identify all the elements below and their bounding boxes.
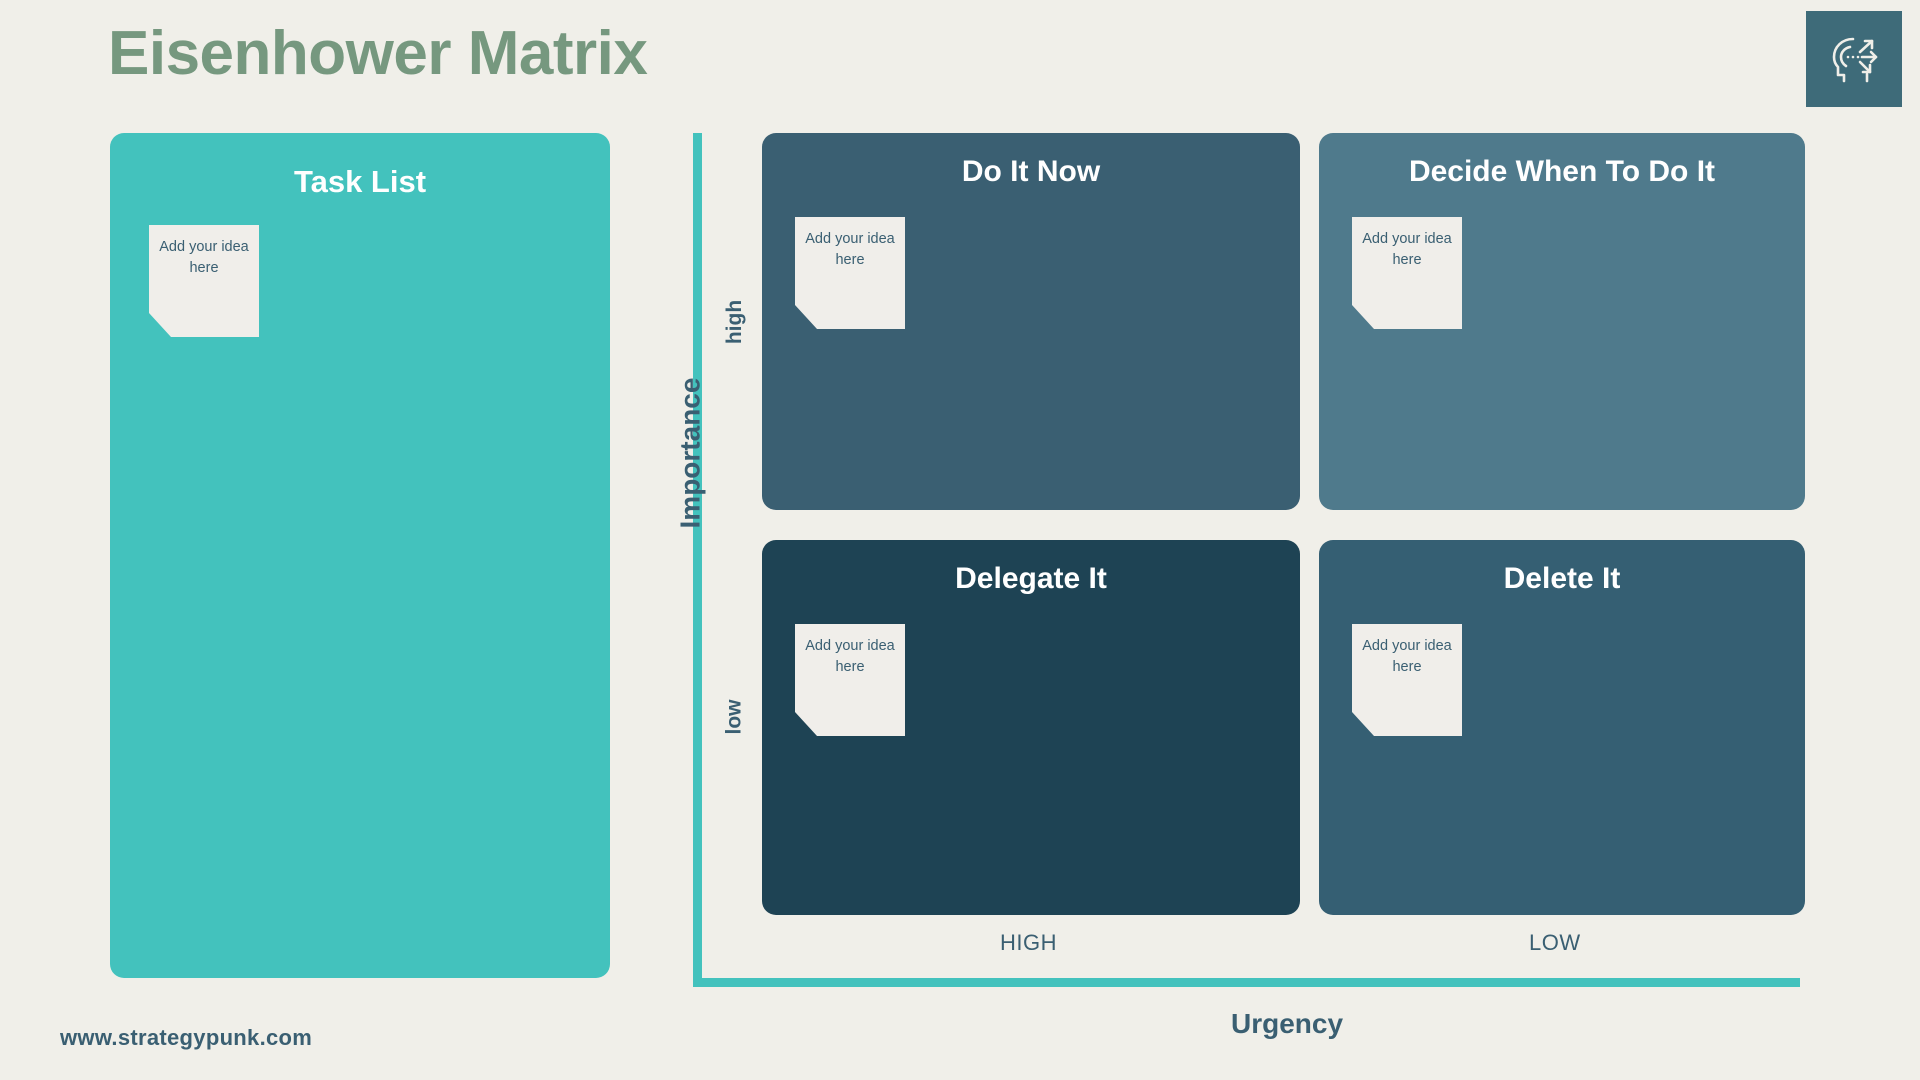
- footer-url[interactable]: www.strategypunk.com: [60, 1025, 313, 1050]
- task-list-panel[interactable]: Task List Add your idea here: [110, 133, 610, 978]
- sticky-note[interactable]: Add your idea here: [1352, 624, 1462, 736]
- importance-axis-line: [693, 133, 702, 986]
- quadrant-delete-it[interactable]: Delete It Add your idea here: [1319, 540, 1805, 915]
- quadrant-do-it-now[interactable]: Do It Now Add your idea here: [762, 133, 1300, 510]
- importance-tick-low: low: [722, 699, 746, 735]
- quadrant-title: Decide When To Do It: [1408, 155, 1716, 188]
- quadrant-decide-when-to-do-it[interactable]: Decide When To Do It Add your idea here: [1319, 133, 1805, 510]
- task-list-title: Task List: [293, 164, 427, 199]
- page-title: Eisenhower Matrix: [108, 19, 648, 88]
- quadrant-title: Delegate It: [955, 562, 1107, 595]
- quadrant-title: Do It Now: [961, 155, 1101, 188]
- quadrant-delegate-it[interactable]: Delegate It Add your idea here: [762, 540, 1300, 915]
- urgency-tick-low: LOW: [1529, 930, 1581, 955]
- brand-logo: [1806, 11, 1902, 107]
- head-strategy-arrows-icon: [1823, 28, 1885, 90]
- sticky-note[interactable]: Add your idea here: [1352, 217, 1462, 329]
- importance-axis-label: Importance: [674, 377, 706, 529]
- sticky-note[interactable]: Add your idea here: [795, 217, 905, 329]
- sticky-note[interactable]: Add your idea here: [795, 624, 905, 736]
- quadrant-title: Delete It: [1503, 562, 1621, 595]
- importance-tick-high: high: [723, 299, 747, 345]
- urgency-axis-line: [693, 978, 1800, 987]
- urgency-axis-label: Urgency: [1231, 1008, 1344, 1039]
- sticky-note[interactable]: Add your idea here: [149, 225, 259, 337]
- urgency-tick-high: HIGH: [1000, 930, 1057, 955]
